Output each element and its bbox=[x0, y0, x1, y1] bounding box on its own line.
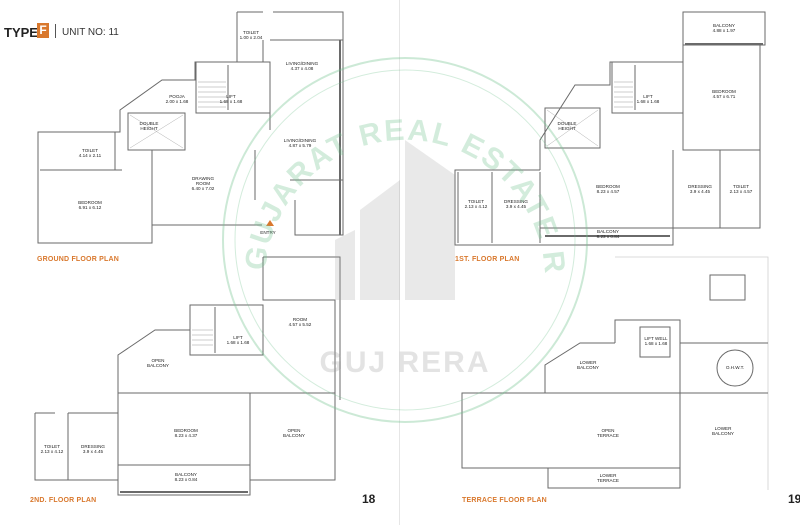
page-number-right: 19 bbox=[788, 492, 800, 506]
ground-floor-title: GROUND FLOOR PLAN bbox=[37, 256, 119, 263]
second-floor-plan bbox=[34, 256, 341, 496]
page-number-left: 18 bbox=[362, 492, 376, 506]
terrace-floor-plan bbox=[461, 256, 769, 490]
first-floor-plan bbox=[454, 11, 766, 246]
type-label: TYPE bbox=[4, 25, 38, 40]
entry-arrow-icon bbox=[266, 220, 274, 226]
ground-floor-plan bbox=[37, 11, 344, 244]
first-floor-title: 1ST. FLOOR PLAN bbox=[455, 256, 520, 263]
unit-number: UNIT NO: 11 bbox=[62, 27, 119, 38]
ohwt-label: O.H.W.T. bbox=[726, 365, 744, 370]
type-badge: F bbox=[37, 23, 49, 38]
entry-label: ENTRY bbox=[260, 230, 276, 235]
header-divider bbox=[55, 24, 56, 38]
page-fold bbox=[399, 0, 400, 525]
second-floor-title: 2ND. FLOOR PLAN bbox=[30, 497, 97, 504]
terrace-floor-title: TERRACE FLOOR PLAN bbox=[462, 497, 547, 504]
